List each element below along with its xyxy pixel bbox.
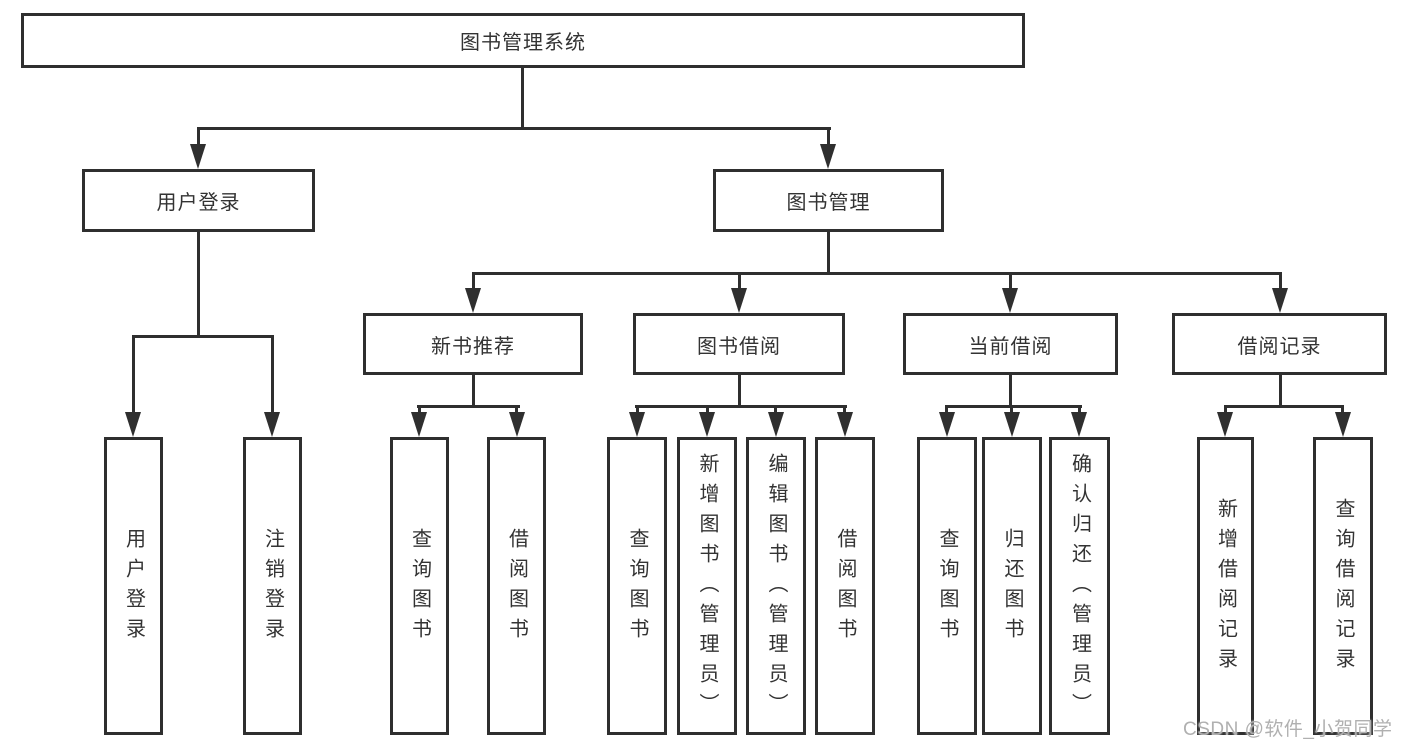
node-leaf-bb-edit: 编辑图书（管理员） (746, 437, 806, 735)
connector-drop-leaf-logout (271, 335, 274, 413)
node-leaf-br-add: 新增借阅记录 (1197, 437, 1254, 735)
node-root: 图书管理系统 (21, 13, 1025, 68)
node-book-borrow: 图书借阅 (633, 313, 845, 375)
arrowhead-new-book-rec (465, 288, 481, 313)
node-user-login: 用户登录 (82, 169, 315, 232)
connector-drop-rec-query (418, 405, 421, 415)
connector-drop-cb-confirm (1078, 405, 1081, 415)
connector-book-mgmt-stem (827, 232, 830, 275)
connector-drop-rec-borrow (515, 405, 518, 415)
connector-drop-bb-add (706, 405, 709, 415)
arrowhead-bb-query (629, 412, 645, 437)
connector-root-stem (521, 68, 524, 130)
node-borrow-record: 借阅记录 (1172, 313, 1387, 375)
node-leaf-logout: 注销登录 (243, 437, 302, 735)
node-leaf-rec-borrow: 借阅图书 (487, 437, 546, 735)
arrowhead-book-borrow (731, 288, 747, 313)
connector-drop-new-book-rec (472, 272, 475, 288)
connector-drop-cb-return (1010, 405, 1013, 415)
arrowhead-rec-borrow (509, 412, 525, 437)
node-leaf-user-login: 用户登录 (104, 437, 163, 735)
node-leaf-bb-borrow: 借阅图书 (815, 437, 875, 735)
node-leaf-bb-add: 新增图书（管理员） (677, 437, 737, 735)
arrowhead-bb-edit (768, 412, 784, 437)
connector-user-login-stem (197, 232, 200, 338)
connector-borrow-record-stem (1279, 375, 1282, 408)
connector-level2-rail (197, 127, 831, 130)
arrowhead-bb-add (699, 412, 715, 437)
node-current-borrow: 当前借阅 (903, 313, 1118, 375)
connector-drop-bb-query (636, 405, 639, 415)
arrowhead-rec-query (411, 412, 427, 437)
connector-drop-leaf-user-login (132, 335, 135, 413)
connector-drop-bb-edit (774, 405, 777, 415)
arrowhead-borrow-record (1272, 288, 1288, 313)
arrowhead-cb-query (939, 412, 955, 437)
connector-drop-bb-borrow (843, 405, 846, 415)
connector-new-book-rec-stem (472, 375, 475, 408)
connector-drop-borrow-record (1279, 272, 1282, 288)
connector-borrow-record-rail (1224, 405, 1344, 408)
connector-drop-user-login (197, 127, 200, 147)
node-leaf-cb-confirm: 确认归还（管理员） (1049, 437, 1110, 735)
csdn-watermark: CSDN @软件_小贺同学 (1183, 719, 1393, 740)
connector-drop-cb-query (945, 405, 948, 415)
connector-book-borrow-rail (635, 405, 847, 408)
connector-current-borrow-stem (1009, 375, 1012, 408)
connector-new-book-rec-rail (417, 405, 520, 408)
connector-current-borrow-rail (945, 405, 1082, 408)
node-leaf-cb-query: 查询图书 (917, 437, 977, 735)
node-book-mgmt: 图书管理 (713, 169, 944, 232)
node-new-book-rec: 新书推荐 (363, 313, 583, 375)
connector-level3-rail (472, 272, 1282, 275)
connector-book-borrow-stem (738, 375, 741, 408)
node-leaf-cb-return: 归还图书 (982, 437, 1042, 735)
arrowhead-cb-return (1004, 412, 1020, 437)
connector-drop-book-borrow (738, 272, 741, 288)
arrowhead-current-borrow (1002, 288, 1018, 313)
connector-drop-current-borrow (1009, 272, 1012, 288)
arrowhead-leaf-user-login (125, 412, 141, 437)
arrowhead-br-add (1217, 412, 1233, 437)
arrowhead-user-login (190, 144, 206, 169)
connector-drop-book-mgmt (827, 127, 830, 147)
connector-drop-br-query (1341, 405, 1344, 415)
arrowhead-br-query (1335, 412, 1351, 437)
node-leaf-br-query: 查询借阅记录 (1313, 437, 1373, 735)
connector-drop-br-add (1224, 405, 1227, 415)
arrowhead-cb-confirm (1071, 412, 1087, 437)
arrowhead-leaf-logout (264, 412, 280, 437)
connector-user-login-rail (132, 335, 274, 338)
node-leaf-bb-query: 查询图书 (607, 437, 667, 735)
arrowhead-bb-borrow (837, 412, 853, 437)
node-leaf-rec-query: 查询图书 (390, 437, 449, 735)
arrowhead-book-mgmt (820, 144, 836, 169)
